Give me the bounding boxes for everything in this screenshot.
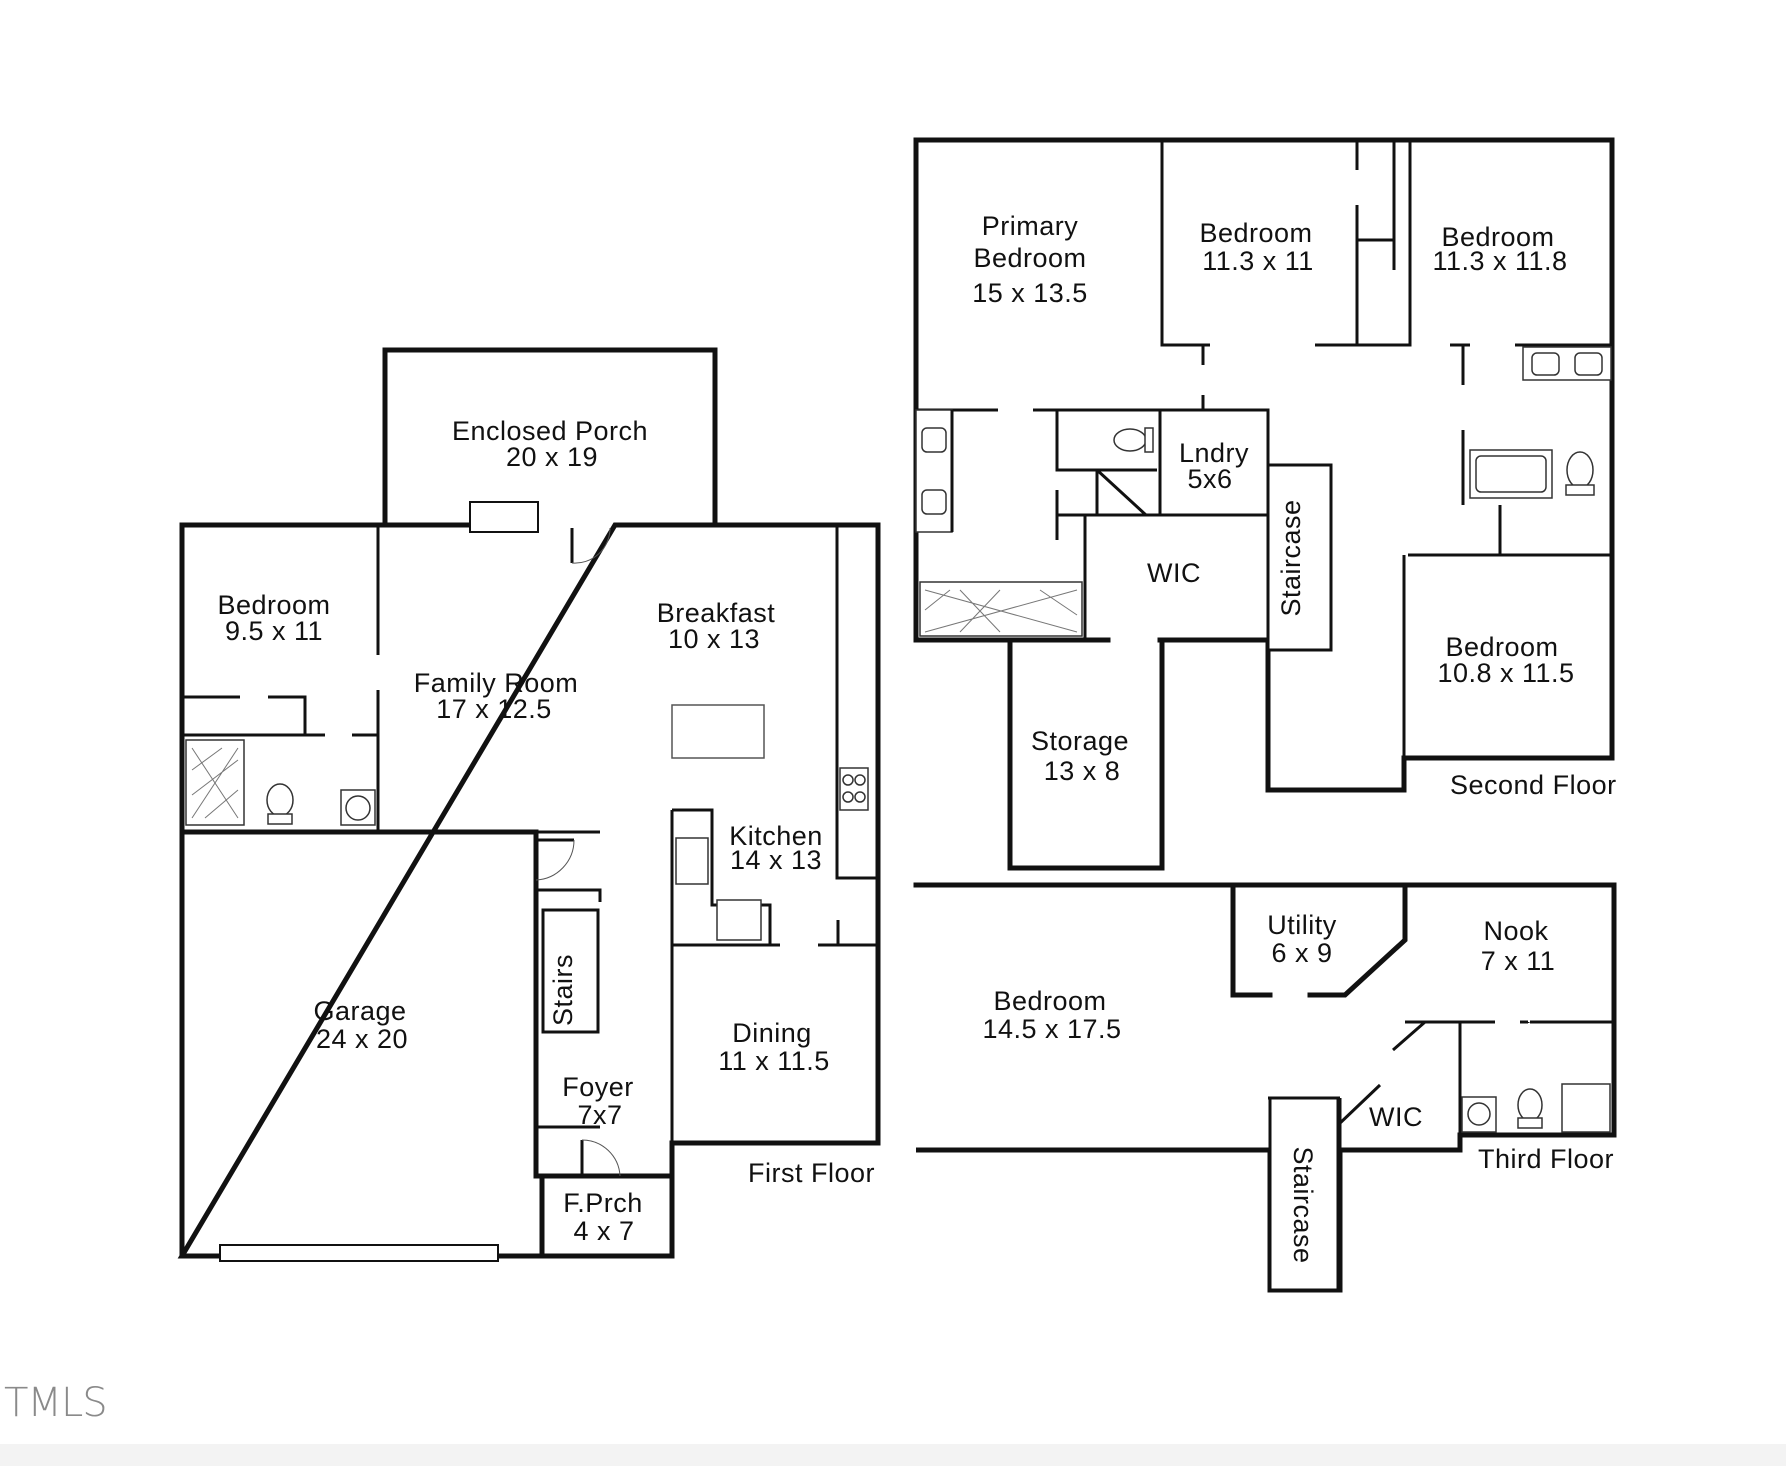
room-name-laundry: Lndry bbox=[1179, 438, 1249, 468]
room-size-bedroom-2b: 11.3 x 11.8 bbox=[1432, 246, 1567, 276]
room-size-foyer: 7x7 bbox=[577, 1100, 622, 1130]
room-name-storage: Storage bbox=[1031, 726, 1129, 756]
room-name-breakfast: Breakfast bbox=[657, 598, 776, 628]
room-size-nook: 7 x 11 bbox=[1481, 946, 1556, 976]
room-name-kitchen: Kitchen bbox=[729, 821, 823, 851]
first-floor bbox=[177, 347, 881, 1262]
room-name-bedroom-2a: Bedroom bbox=[1199, 218, 1312, 248]
room-size-storage: 13 x 8 bbox=[1044, 756, 1121, 786]
bottom-strip bbox=[0, 1444, 1786, 1466]
room-name-utility: Utility bbox=[1267, 910, 1337, 940]
room-size-breakfast: 10 x 13 bbox=[668, 624, 760, 654]
room-name-stairs: Stairs bbox=[548, 954, 578, 1026]
room-name-front-porch: F.Prch bbox=[563, 1188, 643, 1218]
mls-watermark: TMLS bbox=[4, 1380, 108, 1426]
room-name-bedroom-2b: Bedroom bbox=[1441, 222, 1554, 252]
room-size-bedroom-2a: 11.3 x 11 bbox=[1202, 246, 1314, 276]
room-size-front-porch: 4 x 7 bbox=[573, 1216, 634, 1246]
labels: Enclosed Porch 20 x 19 Bedroom 9.5 x 11 … bbox=[217, 211, 1616, 1264]
room-size-primary-bedroom: 15 x 13.5 bbox=[972, 278, 1088, 308]
room-name-wic-3f: WIC bbox=[1369, 1102, 1423, 1132]
room-size-garage: 24 x 20 bbox=[316, 1024, 408, 1054]
room-name-dining: Dining bbox=[732, 1018, 812, 1048]
room-name-primary-bedroom-line2: Bedroom bbox=[973, 243, 1086, 273]
room-name-staircase-3f: Staircase bbox=[1288, 1146, 1318, 1263]
room-size-family-room: 17 x 12.5 bbox=[436, 694, 552, 724]
room-size-laundry: 5x6 bbox=[1187, 464, 1232, 494]
room-name-nook: Nook bbox=[1483, 916, 1548, 946]
room-size-bedroom-3f: 14.5 x 17.5 bbox=[982, 1014, 1121, 1044]
room-name-wic-2f: WIC bbox=[1147, 558, 1201, 588]
second-floor bbox=[913, 137, 1615, 871]
third-floor bbox=[913, 882, 1617, 1293]
floor-label-first: First Floor bbox=[748, 1158, 875, 1188]
room-size-dining: 11 x 11.5 bbox=[718, 1046, 830, 1076]
room-name-bedroom-3f: Bedroom bbox=[993, 986, 1106, 1016]
room-name-staircase-2f: Staircase bbox=[1276, 499, 1306, 616]
room-size-utility: 6 x 9 bbox=[1271, 938, 1332, 968]
room-name-family-room: Family Room bbox=[414, 668, 579, 698]
floor-label-second: Second Floor bbox=[1450, 770, 1617, 800]
room-size-enclosed-porch: 20 x 19 bbox=[506, 442, 598, 472]
room-name-foyer: Foyer bbox=[562, 1072, 634, 1102]
room-size-bedroom-2c: 10.8 x 11.5 bbox=[1437, 658, 1574, 688]
room-name-bedroom-2c: Bedroom bbox=[1445, 632, 1558, 662]
floor-label-third: Third Floor bbox=[1478, 1144, 1614, 1174]
room-name-garage: Garage bbox=[313, 996, 406, 1026]
room-name-primary-bedroom-line1: Primary bbox=[982, 211, 1079, 241]
room-size-kitchen: 14 x 13 bbox=[730, 845, 822, 875]
room-name-enclosed-porch: Enclosed Porch bbox=[452, 416, 648, 446]
room-name-bedroom-1f: Bedroom bbox=[217, 590, 330, 620]
room-size-bedroom-1f: 9.5 x 11 bbox=[225, 616, 323, 646]
